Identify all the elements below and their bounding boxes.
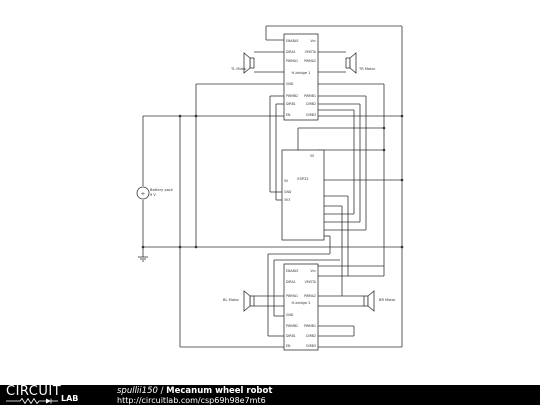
hb2-pin-right: DIRB3 [306,344,316,348]
junction-dot [400,245,404,249]
junction-dot [382,126,386,130]
hbridge2-body [283,263,319,351]
junction-dot [178,114,182,118]
junction-dot [141,245,145,249]
esp32-pin-left: 3V3 [284,198,290,202]
esp32-pin-top: 5V [310,154,315,158]
junction-dot [178,245,182,249]
resistor-icon [6,398,58,404]
junction-dot [382,148,386,152]
br-motor-icon [363,290,375,312]
schematic-canvas: + Battery pack 9 V H-bridge 1 ESP32 H-br… [136,25,404,351]
junction-dot [194,114,198,118]
hb2-pin-left: GND [286,313,294,317]
tr-motor-label: TR Motor [358,67,376,71]
hb2-pin-left: ENABLE [286,269,299,273]
hbridge1-body [283,33,319,121]
hb2-pin-left: PWMA1 [286,294,298,298]
hb1-pin-right: Vcc [310,39,316,43]
tl-motor-icon [243,52,255,74]
hb2-pin-right: PWMA2 [304,294,316,298]
esp32-pin-left: GND [284,190,292,194]
hb1-pin-left: GND [286,82,294,86]
hb1-pin-right: DIRB3 [306,113,316,117]
battery-symbol [136,186,150,200]
esp32-body [281,149,325,241]
hbridge2-name: H-bridge 2 [292,301,311,305]
hb1-pin-left: DIRA1 [286,50,296,54]
tl-motor-label: TL Motor [230,67,247,71]
hb1-pin-left: ENABLE [286,39,299,43]
project-url[interactable]: http://circuitlab.com/csp69h98e7mt6 [117,396,266,405]
battery-plus: + [141,192,145,198]
hb1-pin-right: DIRB2 [306,102,316,106]
hb2-pin-left: DIRB1 [286,334,296,338]
hb1-pin-right: PWMB1 [304,94,316,98]
battery-label: Battery pack [150,188,174,192]
hb1-pin-left: PWMA1 [286,59,298,63]
hb2-pin-right: VMOTA [305,280,317,284]
hb2-pin-right: PWMB1 [304,324,316,328]
title-separator: / [157,386,167,396]
author-link[interactable]: spullii150 [117,386,158,396]
logo-text-circuit: CIRCUIT [6,384,62,399]
esp32-name: ESP32 [297,177,308,181]
br-motor-label: BR Motor [379,298,396,302]
hb1-pin-right: PWMA2 [304,59,316,63]
hb2-pin-left: EN [286,344,291,348]
hb2-pin-right: DIRB2 [306,334,316,338]
hb1-pin-left: DIRB1 [286,102,296,106]
project-title-line: spullii150 / Mecanum wheel robot [117,386,272,396]
tr-motor-icon [345,52,357,74]
footer-bar: CIRCUIT LAB spullii150 / Mecanum wheel r… [0,384,540,405]
junction-dot [400,114,404,118]
hb1-pin-right: VMOTA [305,50,317,54]
logo-text-lab: LAB [61,394,79,403]
project-name[interactable]: Mecanum wheel robot [166,386,273,396]
esp32-pin-left: 5V [284,179,289,183]
junction-dot [194,245,198,249]
bl-motor-label: BL Motor [223,298,240,302]
hb1-pin-left: PWMB2 [286,94,298,98]
bl-motor-icon [243,290,255,312]
hbridge1-name: H-bridge 1 [292,71,311,75]
hb1-pin-left: EN [286,113,291,117]
hb2-pin-left: DIRA1 [286,280,296,284]
circuitlab-logo[interactable]: CIRCUIT LAB [4,384,94,405]
junction-dot [400,178,404,182]
battery-value: 9 V [150,193,156,197]
hb2-pin-right: Vcc [310,269,316,273]
hb2-pin-left: PWMB2 [286,324,298,328]
